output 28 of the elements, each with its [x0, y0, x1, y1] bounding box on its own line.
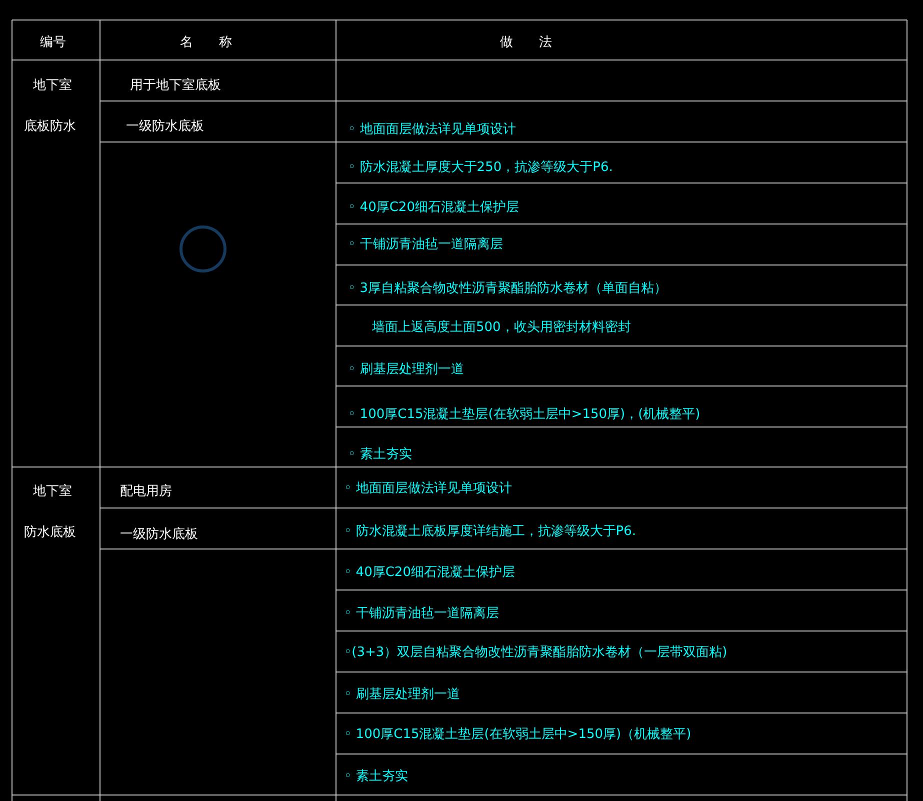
layer-description: ◦ 干铺沥青油毡一道隔离层 [344, 606, 499, 622]
layer-description: ◦ 防水混凝土底板厚度详结施工，抗渗等级大于P6. [344, 524, 636, 540]
layer-description: ◦ 40厚C20细石混凝土保护层 [348, 200, 519, 216]
layer-description: ◦ 地面面层做法详见单项设计 [344, 481, 512, 497]
column-header: 做 法 [500, 35, 552, 51]
row-label: 防水底板 [24, 525, 76, 541]
layer-description: ◦ 100厚C15混凝土垫层(在软弱土层中>150厚)，(机械整平) [348, 407, 700, 423]
layer-description: ◦ 100厚C15混凝土垫层(在软弱土层中>150厚)（机械整平) [344, 727, 692, 743]
layer-description: ◦ 40厚C20细石混凝土保护层 [344, 565, 515, 581]
layer-description: ◦ 3厚自粘聚合物改性沥青聚酯胎防水卷材（单面自粘） [348, 281, 668, 297]
column-header: 名 称 [180, 35, 232, 51]
layer-description: ◦(3+3）双层自粘聚合物改性沥青聚酯胎防水卷材（一层带双面粘) [344, 645, 728, 661]
layer-description: ◦ 地面面层做法详见单项设计 [348, 122, 516, 138]
row-label: 配电用房 [120, 484, 172, 500]
row-label: 一级防水底板 [120, 527, 198, 543]
row-label: 底板防水 [24, 119, 76, 135]
layer-description: ◦ 刷基层处理剂一道 [344, 687, 460, 703]
row-label: 一级防水底板 [126, 119, 204, 135]
row-label: 地下室 [33, 484, 72, 500]
layer-description: ◦ 刷基层处理剂一道 [348, 362, 464, 378]
layer-description: ◦ 防水混凝土厚度大于250，抗渗等级大于P6. [348, 160, 613, 176]
layer-description: 墙面上返高度土面500，收头用密封材料密封 [372, 320, 631, 336]
layer-description: ◦ 素土夯实 [348, 447, 412, 463]
column-header: 编号 [40, 35, 66, 51]
layer-description: ◦ 干铺沥青油毡一道隔离层 [348, 237, 503, 253]
row-label: 用于地下室底板 [130, 78, 221, 94]
row-label: 地下室 [33, 78, 72, 94]
layer-description: ◦ 素土夯实 [344, 769, 408, 785]
